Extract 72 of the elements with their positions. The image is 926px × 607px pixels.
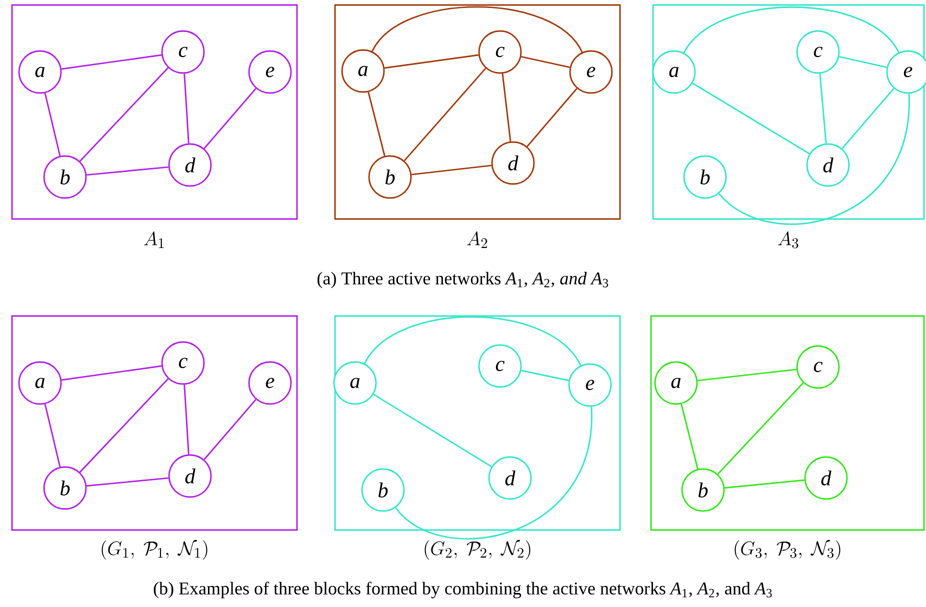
network-link [44,92,61,156]
network-link [819,74,827,144]
network-link [384,54,479,69]
node-label: $A_1$ [144,231,164,248]
network-link [184,74,190,144]
network-link [395,406,592,540]
node-label: e [904,66,912,78]
network-node: e [248,50,292,94]
network-node: c [161,30,205,74]
network-node: e [568,363,612,407]
network-link [839,56,887,68]
node-label: $(G_1,\ \mathcal{P}_1,\ \mathcal{N}_1)$ [102,540,208,560]
network-node: b [43,466,87,510]
network-link [373,394,492,468]
network-link [718,94,910,225]
caption: (a) Three active networks A$_{1}$, A$_{2}$, and A$_{3}$ [318,272,608,288]
network-link [412,164,492,176]
network-node: c [478,30,522,74]
network-node: a [333,361,377,405]
network-node: d [168,454,212,498]
node-label: $A_3$ [778,231,798,248]
network-node: c [478,344,522,388]
network-link [692,82,810,154]
network-node: e [569,50,613,94]
network-node: a [654,361,698,405]
network-link [521,56,570,68]
network-link [404,68,486,162]
network-link [717,382,804,475]
network-node: c [796,30,840,74]
network-node: a [18,50,62,94]
network-link [680,404,698,470]
network-node: b [681,468,725,512]
network-link [44,404,61,468]
network-node: b [43,155,87,199]
caption: (b) Examples of three blocks formed by combining the active networks A$_{1}$, A$_{2}$, and A$_{3}$ [154,582,772,598]
network-link [79,67,169,162]
network-link [724,479,804,489]
network-link [61,54,162,70]
network-link [204,399,256,460]
network-node: d [806,143,850,187]
network-node: b [683,155,727,199]
network-link [184,384,190,454]
network-node: b [368,155,412,199]
network-node: d [488,456,532,500]
network-link [521,370,569,382]
network-node: a [18,361,62,405]
network-link [204,88,256,149]
network-node: e [248,361,292,405]
node-label: $A_2$ [467,231,488,248]
network-link [79,378,169,473]
node-label: $(G_3,\ \mathcal{P}_3,\ \mathcal{N}_3)$ [734,540,840,560]
network-link [526,88,578,147]
network-node: d [168,143,212,187]
network-node: d [491,141,535,185]
network-node: d [804,456,848,500]
network-node: e [886,50,926,94]
network-node: c [796,345,840,389]
network-link [368,92,386,156]
node-label: $(G_2,\ \mathcal{P}_2,\ \mathcal{N}_2)$ [424,540,530,560]
network-link [86,166,168,176]
network-link [842,88,894,149]
network-link [61,365,162,381]
network-link [502,74,512,142]
network-node: b [361,468,405,512]
network-link [683,6,900,54]
network-node: c [161,341,205,385]
network-link [364,316,582,366]
network-node: a [652,50,696,94]
network-link [372,6,583,53]
network-node: a [341,49,385,93]
network-link [86,477,168,487]
network-link [698,368,796,382]
